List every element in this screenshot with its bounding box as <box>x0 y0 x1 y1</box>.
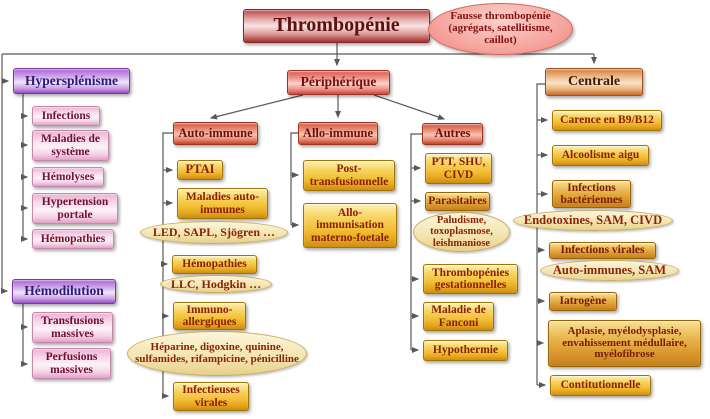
node-infections: Infections <box>32 106 100 126</box>
node-thrombopenie: Thrombopénie <box>243 9 430 43</box>
node-heparine-digoxine: Héparine, digoxine, quinine, sulfamides,… <box>127 331 307 376</box>
node-hypertension-portale: Hypertension portale <box>32 193 118 224</box>
node-transfusions-massives: Transfusions massives <box>32 312 113 343</box>
node-maladie-de-fanconi: Maladie de Fanconi <box>423 302 494 331</box>
node-perfusions-massives: Perfusions massives <box>32 348 111 379</box>
node-carence-b9-b12: Carence en B9/B12 <box>552 110 662 131</box>
node-maladies-auto-immunes: Maladies auto-immunes <box>177 188 268 219</box>
node-hemolyses: Hémolyses <box>32 167 104 187</box>
node-contitutionnelle: Contitutionnelle <box>550 375 651 396</box>
node-peripherique: Périphérique <box>287 70 390 95</box>
node-iatrogene: Iatrogène <box>549 292 617 311</box>
node-led-sapl-sjogren: LED, SAPL, Sjögren … <box>140 221 288 244</box>
node-paludisme-toxoplasmose: Paludisme, toxoplasmose, leishmaniose <box>413 212 510 252</box>
node-auto-immunes-sam: Auto-immunes, SAM <box>540 260 679 281</box>
node-allo-immune: Allo-immune <box>298 122 378 145</box>
node-autres: Autres <box>422 123 483 145</box>
node-hemodilution: Hémodilution <box>12 279 116 304</box>
node-hypothermie: Hypothermie <box>423 340 508 361</box>
node-hemopathies-hypersplenisme: Hémopathies <box>32 229 114 249</box>
node-endotoxines-sam-civd: Endotoxines, SAM, CIVD <box>513 210 673 231</box>
node-llc-hodgkin: LLC, Hodgkin … <box>160 275 272 293</box>
node-immuno-allergiques: Immuno-allergiques <box>173 302 246 330</box>
node-allo-immunisation-materno-foetale: Allo-immunisation materno-foetale <box>303 203 397 248</box>
node-hemopathies-auto-immune: Hémopathies <box>172 255 257 274</box>
node-fausse-thrombopenie: Fausse thrombopénie (agrégats, satelliti… <box>428 3 573 55</box>
node-centrale: Centrale <box>545 68 643 96</box>
node-auto-immune: Auto-immune <box>173 122 258 145</box>
node-infections-bacteriennes: Infections bactériennes <box>552 180 631 208</box>
node-ptt-shu-civd: PTT, SHU, CIVD <box>425 153 492 184</box>
node-infections-virales-centrale: Infections virales <box>549 242 656 259</box>
node-maladies-de-systeme: Maladies de système <box>32 130 109 161</box>
node-infectieuses-virales: Infectieuses virales <box>173 382 249 411</box>
node-parasitaires: Parasitaires <box>425 192 490 211</box>
node-post-transfusionnelle: Post-transfusionnelle <box>303 160 395 191</box>
node-thrombopenies-gestationnelles: Thrombopénies gestationnelles <box>423 264 518 294</box>
node-hypersplenisme: Hypersplénisme <box>13 68 130 94</box>
node-ptai: PTAI <box>177 160 223 180</box>
node-aplasie-myelodysplasie: Aplasie, myélodysplasie, envahissement m… <box>548 320 701 367</box>
node-alcoolisme-aigu: Alcoolisme aigu <box>552 145 649 166</box>
